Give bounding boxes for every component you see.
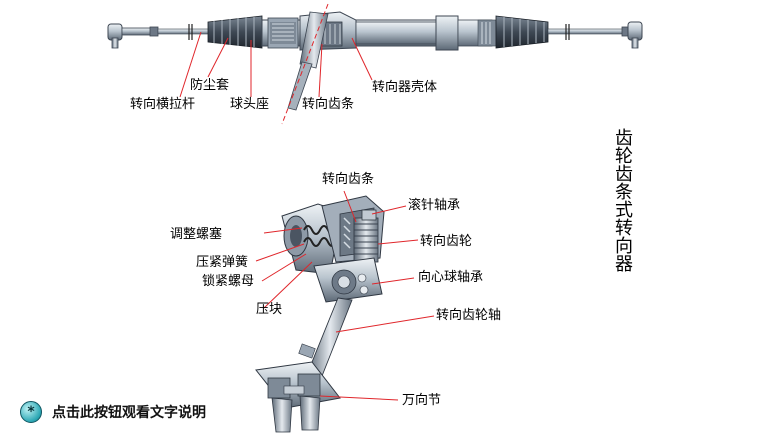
- bottom-leader-lines: [255, 190, 435, 401]
- label-tie-rod: 转向横拉杆: [130, 97, 196, 112]
- label-ball-bearing: 向心球轴承: [418, 270, 484, 285]
- left-dust-boot: [207, 15, 263, 49]
- right-dust-boot: [495, 15, 549, 49]
- label-needle-bearing: 滚针轴承: [408, 198, 461, 213]
- lower-housing: [313, 257, 383, 303]
- top-rack-assembly: [107, 3, 643, 125]
- cutaway-assembly: [255, 190, 435, 433]
- show-description-label: 点击此按钮观看文字说明: [52, 405, 206, 421]
- diagram-title: 齿轮齿条式转向器: [612, 128, 633, 272]
- top-leader-lines: [179, 31, 373, 98]
- label-dust-boot: 防尘套: [190, 78, 230, 93]
- right-tie-rod-end: [621, 21, 643, 49]
- label-lock-nut: 锁紧螺母: [202, 274, 255, 289]
- label-cutaway-rack: 转向齿条: [322, 172, 375, 187]
- label-ball-seat: 球头座: [230, 97, 270, 112]
- label-pinion: 转向齿轮: [420, 234, 473, 249]
- shaft-axis-line: [281, 3, 329, 125]
- label-housing: 转向器壳体: [372, 80, 438, 95]
- label-pinion-shaft: 转向齿轮轴: [436, 308, 502, 323]
- universal-joint: [255, 361, 341, 433]
- top-pinion-shaft: [287, 11, 329, 111]
- cutaway-pinion-shaft: [307, 297, 353, 377]
- label-top-rack: 转向齿条: [302, 97, 355, 112]
- right-tie-rod: [547, 28, 625, 35]
- label-adjust-plug: 调整螺塞: [170, 227, 223, 242]
- label-spring: 压紧弹簧: [196, 255, 249, 270]
- label-pressure-block: 压块: [256, 302, 283, 317]
- left-tie-rod-end: [107, 23, 159, 49]
- show-description-button[interactable]: * 点击此按钮观看文字说明: [20, 400, 206, 424]
- asterisk-icon[interactable]: *: [20, 401, 42, 423]
- cutaway-pinion: [353, 209, 379, 263]
- label-universal-joint: 万向节: [402, 393, 442, 408]
- left-tie-rod: [157, 28, 211, 35]
